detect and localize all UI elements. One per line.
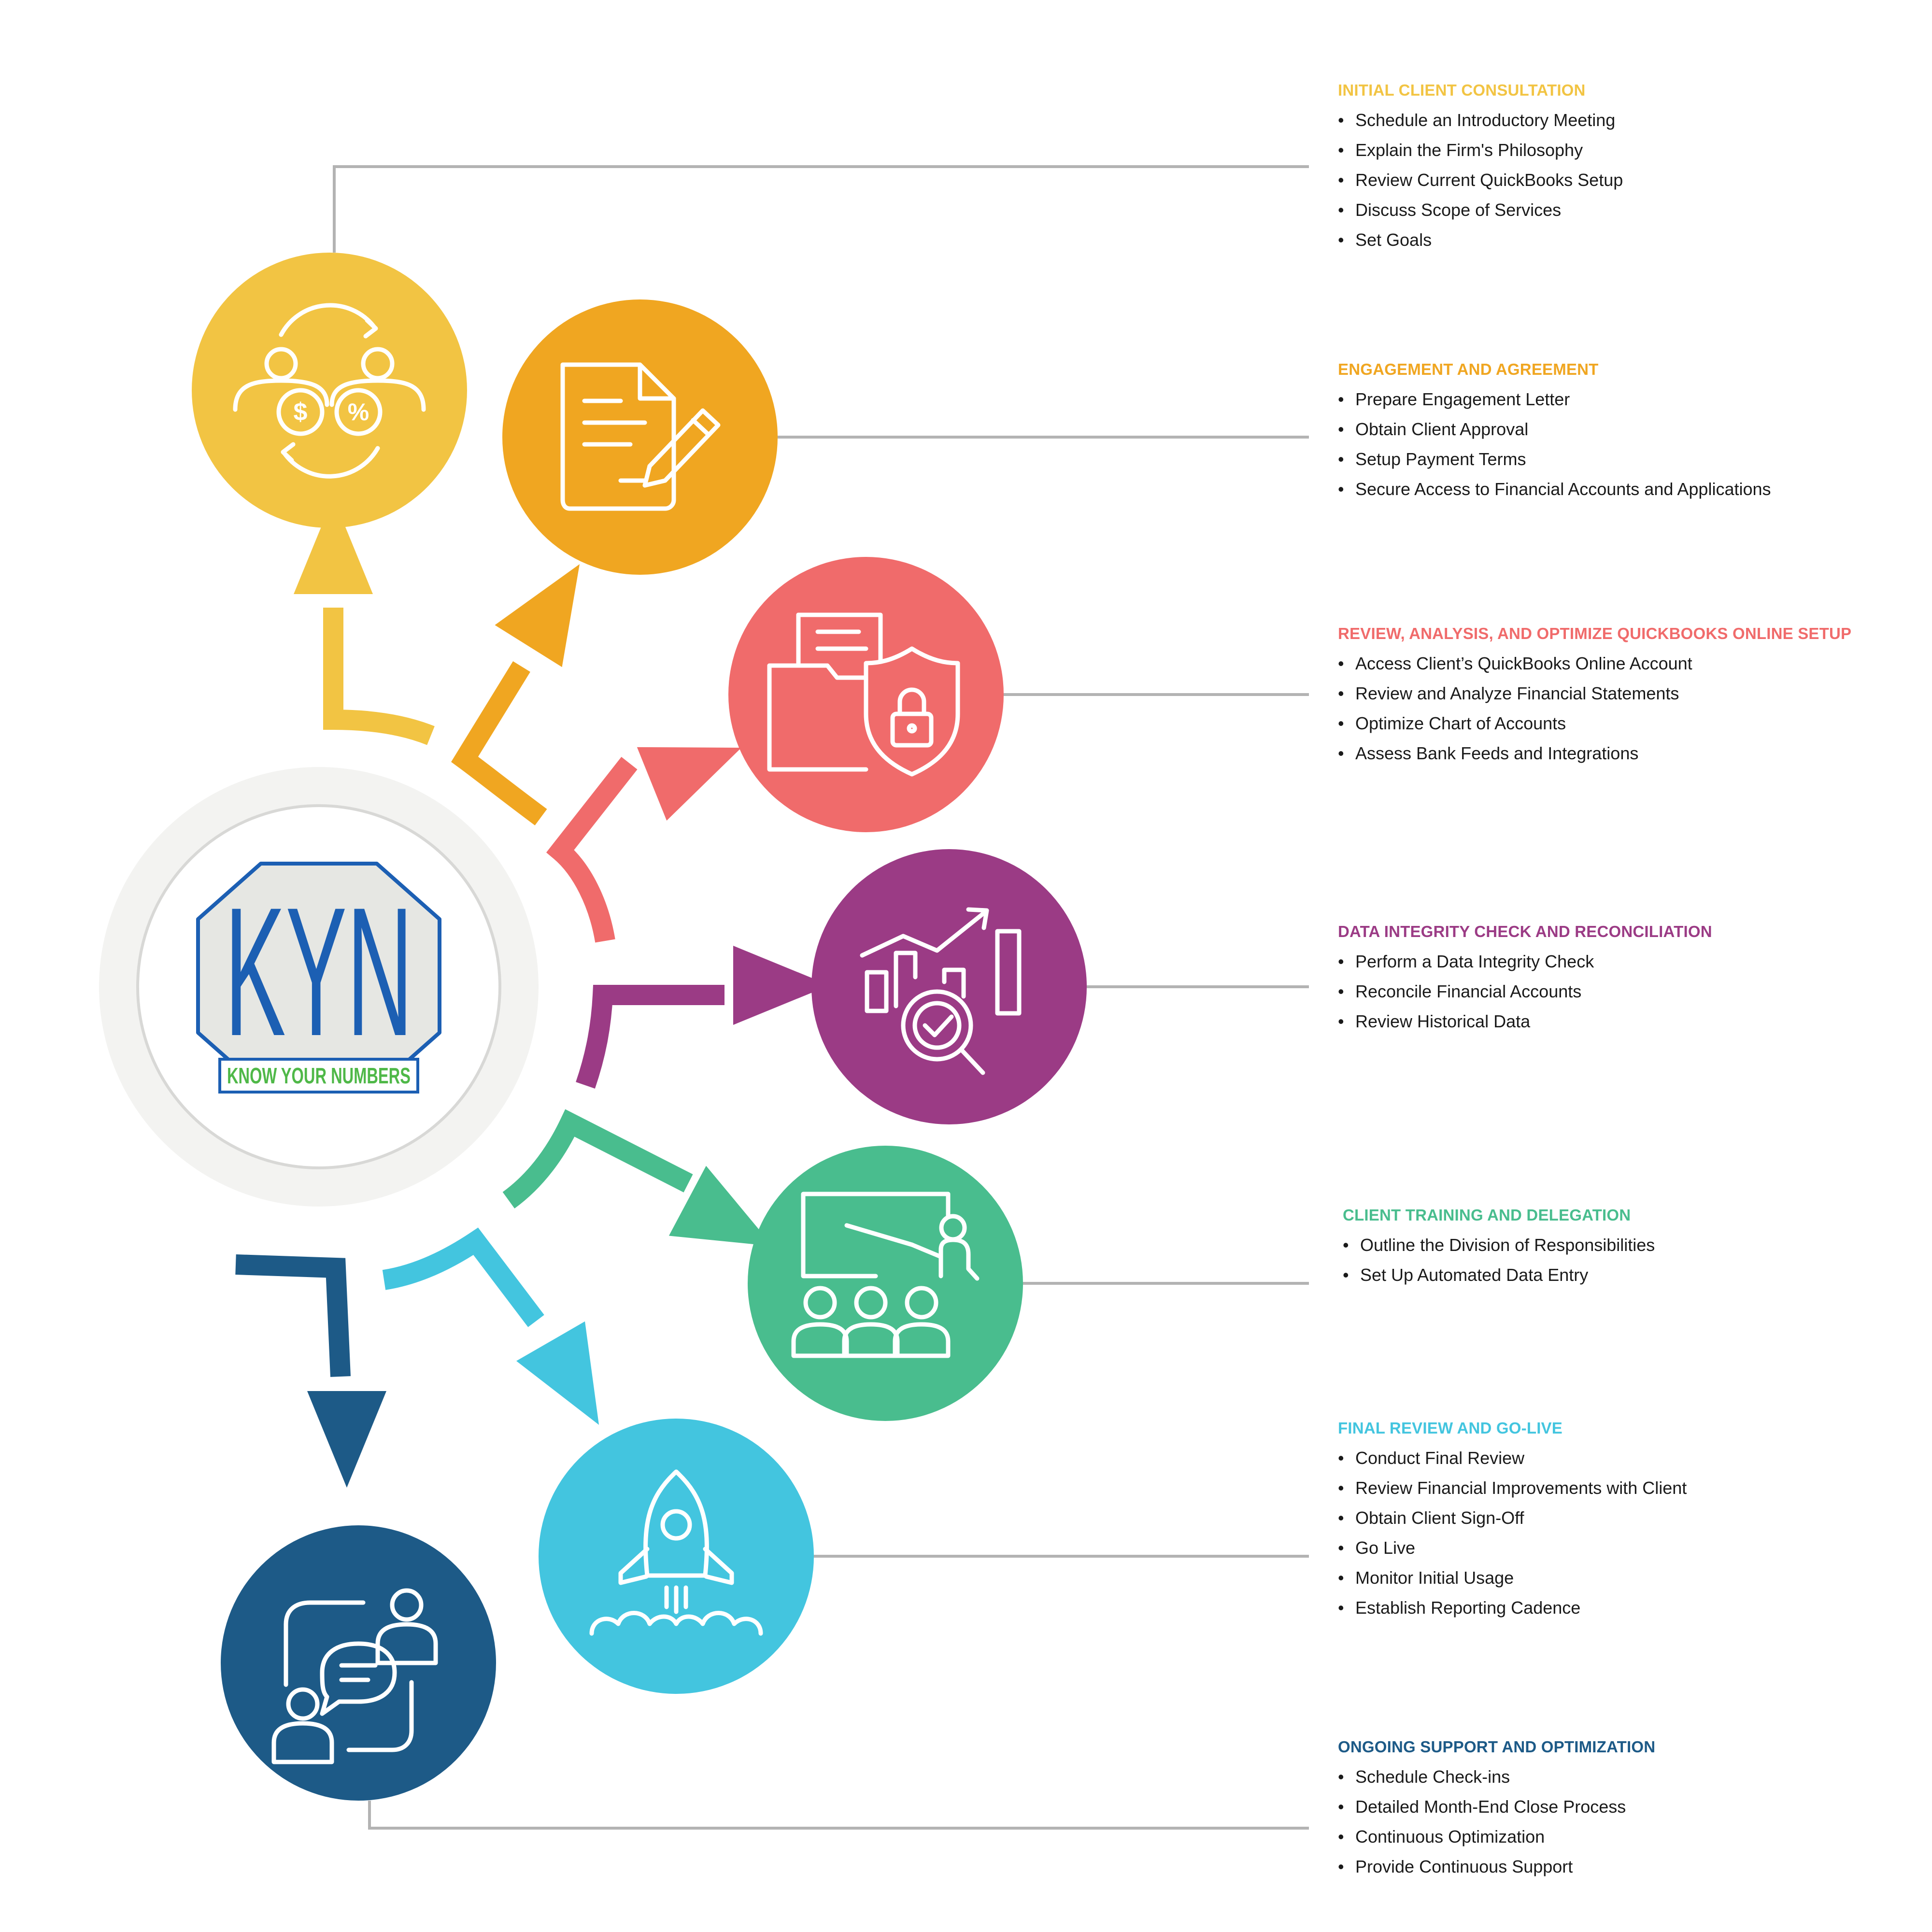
connector-line-initial-consultation — [333, 165, 1309, 253]
list-item: Monitor Initial Usage — [1338, 1563, 1687, 1593]
step-block-client-training: CLIENT TRAINING AND DELEGATION Outline th… — [1343, 1206, 1655, 1290]
step-title: ENGAGEMENT AND AGREEMENT — [1338, 360, 1599, 378]
list-item: Continuous Optimization — [1338, 1822, 1655, 1852]
list-item: Set Goals — [1338, 225, 1623, 255]
list-item: Explain the Firm's Philosophy — [1338, 135, 1623, 165]
step-circle-review-analysis — [728, 557, 1004, 832]
list-item: Reconcile Financial Accounts — [1338, 977, 1712, 1007]
chart-magnifier-check-icon — [860, 907, 1022, 1075]
logo-tagline: KNOW YOUR NUMBERS — [227, 1063, 411, 1088]
connector-line-ongoing-support — [368, 1801, 1309, 1830]
svg-text:%: % — [348, 398, 369, 426]
list-item: Perform a Data Integrity Check — [1338, 947, 1712, 977]
step-block-engagement-agreement: ENGAGEMENT AND AGREEMENT Prepare Engageme… — [1338, 360, 1771, 504]
list-item: Schedule Check-ins — [1338, 1762, 1655, 1792]
people-exchange-dollar-percent-icon: $% — [233, 303, 426, 479]
step-circle-final-review — [539, 1419, 814, 1694]
arrow-data-integrity — [576, 946, 830, 1089]
step-title: CLIENT TRAINING AND DELEGATION — [1343, 1206, 1631, 1224]
step-circle-engagement-agreement — [502, 299, 778, 575]
arrowhead — [637, 747, 741, 821]
list-item: Access Client’s QuickBooks Online Accoun… — [1338, 649, 1851, 679]
step-items: Schedule an Introductory MeetingExplain … — [1338, 105, 1623, 255]
list-item: Assess Bank Feeds and Integrations — [1338, 739, 1851, 768]
step-block-initial-consultation: INITIAL CLIENT CONSULTATION Schedule an I… — [1338, 81, 1623, 255]
arrow-review-analysis — [546, 747, 741, 943]
list-item: Secure Access to Financial Accounts and … — [1338, 474, 1771, 504]
step-items: Schedule Check-insDetailed Month-End Clo… — [1338, 1762, 1655, 1882]
step-title: ONGOING SUPPORT AND OPTIMIZATION — [1338, 1738, 1656, 1756]
two-people-chat-icon — [271, 1588, 438, 1764]
step-circle-initial-consultation: $% — [192, 253, 467, 528]
step-block-final-review: FINAL REVIEW AND GO-LIVE Conduct Final Re… — [1338, 1419, 1687, 1623]
arrowhead — [307, 1391, 386, 1488]
list-item: Schedule an Introductory Meeting — [1338, 105, 1623, 135]
arrow-final-review — [382, 1227, 599, 1425]
arrowhead — [516, 1321, 599, 1425]
arrow-initial-consultation — [294, 497, 435, 745]
list-item: Outline the Division of Responsibilities — [1343, 1230, 1655, 1260]
document-pen-icon — [560, 362, 721, 511]
step-block-ongoing-support: ONGOING SUPPORT AND OPTIMIZATION Schedule… — [1338, 1738, 1655, 1882]
list-item: Review Historical Data — [1338, 1007, 1712, 1037]
step-items: Access Client’s QuickBooks Online Accoun… — [1338, 649, 1851, 768]
list-item: Obtain Client Approval — [1338, 414, 1771, 444]
svg-text:$: $ — [294, 398, 308, 426]
step-block-review-analysis: REVIEW, ANALYSIS, AND OPTIMIZE QUICKBOOK… — [1338, 625, 1851, 768]
step-title: REVIEW, ANALYSIS, AND OPTIMIZE QUICKBOOK… — [1338, 625, 1852, 642]
list-item: Setup Payment Terms — [1338, 444, 1771, 474]
step-circle-client-training — [748, 1146, 1023, 1421]
list-item: Review Current QuickBooks Setup — [1338, 165, 1623, 195]
logo-tagline-box — [218, 1058, 419, 1094]
list-item: Go Live — [1338, 1533, 1687, 1563]
arrow-client-training — [502, 1109, 773, 1246]
step-title: FINAL REVIEW AND GO-LIVE — [1338, 1419, 1563, 1437]
step-block-data-integrity: DATA INTEGRITY CHECK AND RECONCILIATION P… — [1338, 923, 1712, 1037]
arrowhead — [294, 497, 373, 594]
list-item: Prepare Engagement Letter — [1338, 384, 1771, 414]
list-item: Review and Analyze Financial Statements — [1338, 679, 1851, 709]
step-items: Conduct Final ReviewReview Financial Imp… — [1338, 1443, 1687, 1623]
list-item: Detailed Month-End Close Process — [1338, 1792, 1655, 1822]
step-circle-data-integrity — [811, 849, 1087, 1124]
list-item: Obtain Client Sign-Off — [1338, 1503, 1687, 1533]
list-item: Conduct Final Review — [1338, 1443, 1687, 1473]
step-title: INITIAL CLIENT CONSULTATION — [1338, 81, 1586, 99]
step-circles: $% — [192, 253, 1087, 1801]
folder-shield-lock-icon — [767, 612, 960, 777]
step-items: Outline the Division of Responsibilities… — [1343, 1230, 1655, 1290]
list-item: Set Up Automated Data Entry — [1343, 1260, 1655, 1290]
list-item: Optimize Chart of Accounts — [1338, 709, 1851, 739]
arrow-engagement-agreement — [451, 564, 580, 825]
step-items: Perform a Data Integrity CheckReconcile … — [1338, 947, 1712, 1037]
connector-lines — [333, 165, 1309, 1830]
arrow-ongoing-support — [235, 1254, 386, 1488]
presenter-audience-icon — [791, 1192, 980, 1358]
step-circle-ongoing-support — [221, 1525, 496, 1801]
step-title: DATA INTEGRITY CHECK AND RECONCILIATION — [1338, 923, 1712, 940]
list-item: Provide Continuous Support — [1338, 1852, 1655, 1882]
arrows — [235, 497, 830, 1488]
logo-letters: KYN — [225, 869, 413, 1074]
list-item: Establish Reporting Cadence — [1338, 1593, 1687, 1623]
list-item: Discuss Scope of Services — [1338, 195, 1623, 225]
step-items: Prepare Engagement LetterObtain Client A… — [1338, 384, 1771, 504]
arrowhead — [495, 564, 580, 668]
arrowhead — [668, 1165, 773, 1246]
list-item: Review Financial Improvements with Clien… — [1338, 1473, 1687, 1503]
arrowhead — [733, 946, 830, 1025]
rocket-launch-icon — [589, 1469, 763, 1636]
